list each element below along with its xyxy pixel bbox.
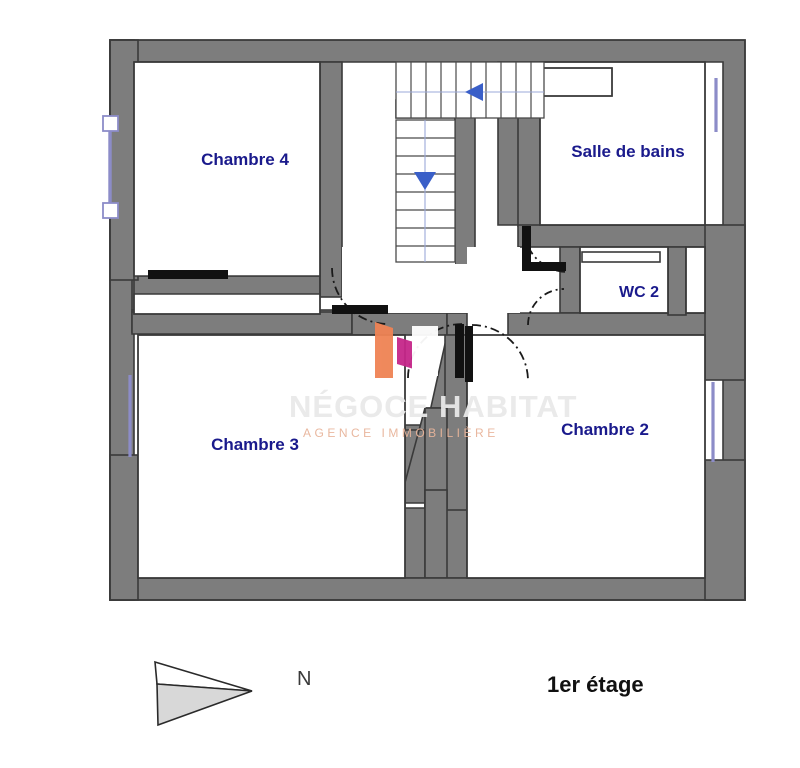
- wall-right-niche-divider: [667, 246, 687, 316]
- watermark-brand: NÉGOCE HABITAT: [289, 389, 577, 424]
- door-leaf-sdb-sill: [522, 262, 566, 271]
- room-label-chambre3: Chambre 3: [211, 435, 299, 454]
- outline-chambre3: [137, 334, 406, 579]
- stair-arrow-up-run: [465, 83, 483, 101]
- room-chambre3-interior: [137, 334, 406, 579]
- wall-right-lower: [704, 459, 746, 601]
- wall-sdb-bottom: [517, 224, 724, 248]
- logo-white-shape: [412, 326, 438, 376]
- wall-structure: [109, 39, 746, 601]
- wall-wc2-bottom: [507, 312, 724, 336]
- door-swing-wc2: [527, 288, 565, 326]
- room-sdb-niche: [539, 67, 613, 97]
- windows: [102, 78, 718, 462]
- watermark: NÉGOCE HABITAT AGENCE IMMOBILIÈRE: [289, 322, 577, 440]
- compass-arrow-lower: [156, 683, 253, 727]
- stair-arrow-down-run: [414, 172, 436, 190]
- hall-interior-lower: [467, 247, 520, 313]
- staircase: [395, 61, 545, 263]
- wall-wc2-left: [559, 246, 581, 314]
- outline-sdb: [539, 61, 706, 226]
- wall-chambre4-east: [319, 61, 343, 298]
- room-label-chambre2: Chambre 2: [561, 420, 649, 439]
- door-leaf-chambre2: [465, 326, 473, 382]
- room-labels: Chambre 4 Salle de bains WC 2 Chambre 3 …: [201, 142, 685, 454]
- wall-bottom-band: [109, 577, 746, 601]
- outline-outer: [109, 39, 746, 601]
- outline-chambre2: [466, 334, 706, 579]
- door-swing-chambre2: [471, 324, 529, 382]
- door-leaf-chambre3: [455, 324, 464, 378]
- floor-title: 1er étage: [547, 672, 644, 697]
- wall-outlines: [109, 39, 746, 601]
- wall-left-lower: [109, 454, 139, 601]
- window-chambre4-cap-top: [102, 115, 119, 132]
- logo-orange-shape: [375, 322, 393, 378]
- watermark-tagline: AGENCE IMMOBILIÈRE: [303, 425, 499, 440]
- wall-hall-south-left: [131, 311, 353, 335]
- room-label-salle-de-bains: Salle de bains: [571, 142, 684, 161]
- room-right-niche-interior: [685, 246, 706, 314]
- room-label-chambre4: Chambre 4: [201, 150, 289, 169]
- stair-upper-treads: [410, 62, 532, 118]
- room-chambre4-nook-outline: [133, 293, 321, 315]
- outline-wc2-niche: [581, 251, 661, 263]
- door-leaf-chambre4: [148, 270, 228, 279]
- door-leaf-chambre4-hall: [332, 305, 388, 314]
- door-leaf-sdb: [522, 226, 531, 270]
- window-chambre4-cap-bottom: [102, 202, 119, 219]
- room-wc2-interior: [579, 246, 669, 314]
- room-chambre2-interior: [466, 334, 706, 579]
- room-label-wc2: WC 2: [619, 284, 659, 301]
- room-chambre4-interior: [133, 61, 321, 277]
- wall-right-band: [704, 224, 746, 381]
- wall-partition-lower: [424, 489, 448, 579]
- compass-north-label: N: [297, 668, 311, 690]
- outline-wc2: [579, 246, 669, 314]
- legend: N 1er étage: [154, 660, 644, 727]
- outline-chambre4: [133, 61, 321, 315]
- outline-right-niche: [685, 246, 706, 314]
- wall-landing-right: [454, 111, 476, 268]
